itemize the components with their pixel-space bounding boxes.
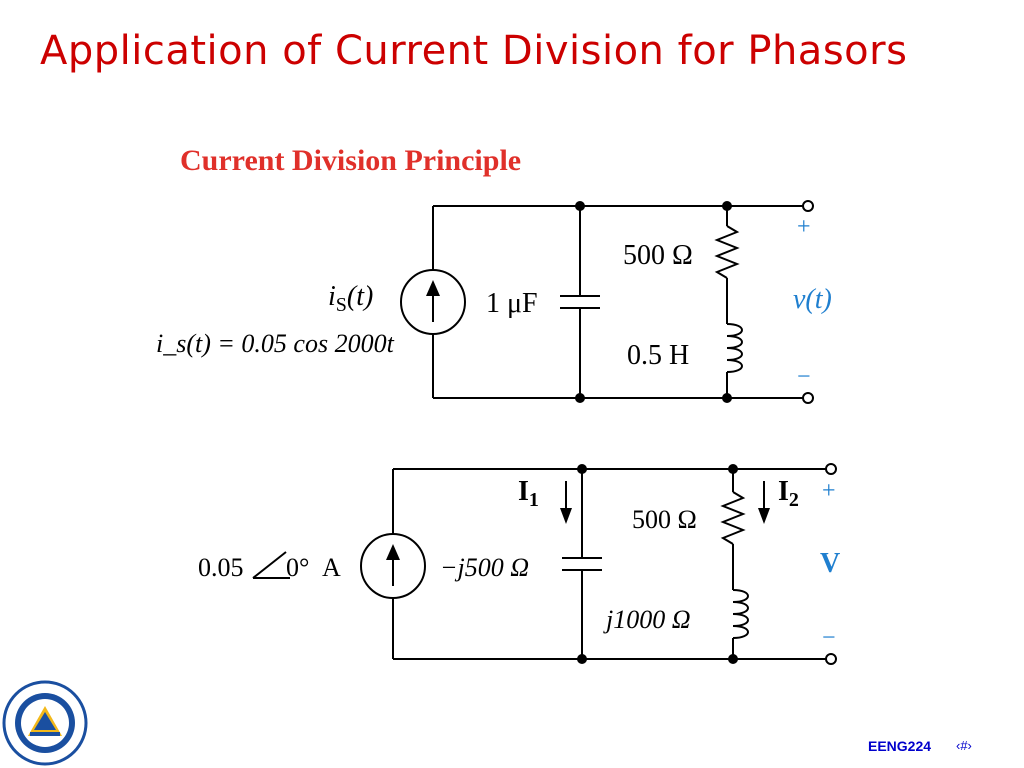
node-dot: [575, 393, 585, 403]
current-source-circle: [400, 269, 466, 335]
terminal-top: [802, 200, 814, 212]
time-domain-circuit: [400, 205, 803, 399]
inductor-coil: [732, 589, 749, 639]
source-magnitude: 0.05: [198, 553, 244, 582]
inductor-impedance-label: j1000 Ω: [603, 605, 691, 634]
resistor-zigzag: [720, 491, 746, 545]
plus-sign: +: [797, 214, 811, 240]
phasor-domain-circuit: [252, 468, 826, 660]
resistor-zigzag: [714, 225, 740, 279]
inductor-coil: [726, 323, 743, 373]
capacitor-label: 1 μF: [486, 288, 538, 319]
resistor-label: 500 Ω: [623, 240, 693, 271]
source-angle: 0°: [286, 553, 309, 582]
current-2-label: I2: [778, 476, 799, 511]
terminal-bottom: [802, 392, 814, 404]
node-dot: [722, 393, 732, 403]
minus-sign: −: [822, 625, 836, 651]
plus-sign: +: [822, 478, 836, 504]
current-1-label: I1: [518, 476, 539, 511]
capacitor-impedance-label: −j500 Ω: [440, 553, 529, 582]
current-source-circle: [360, 533, 426, 599]
current-2-arrow-head: [758, 508, 770, 524]
source-unit: A: [322, 553, 341, 582]
resistor-impedance-label: 500 Ω: [632, 505, 697, 534]
slide-title: Application of Current Division for Phas…: [40, 28, 908, 74]
node-dot: [728, 464, 738, 474]
node-dot: [728, 654, 738, 664]
university-logo: [2, 680, 88, 766]
diagram-heading: Current Division Principle: [180, 144, 521, 177]
source-arrow-head: [426, 280, 440, 296]
output-phasor-voltage-label: V: [820, 548, 840, 579]
minus-sign: −: [797, 364, 811, 390]
node-dot: [577, 464, 587, 474]
current-1-arrow-head: [560, 508, 572, 524]
source-arrow-head: [386, 544, 400, 560]
footer-page-number: ‹#›: [956, 738, 972, 753]
angle-symbol-diagonal: [252, 551, 287, 579]
terminal-bottom: [825, 653, 837, 665]
source-equation: i_s(t) = 0.05 cos 2000t: [156, 329, 395, 358]
node-dot: [577, 654, 587, 664]
source-label: iS(t): [328, 281, 373, 316]
terminal-top: [825, 463, 837, 475]
inductor-label: 0.5 H: [627, 340, 689, 371]
node-dot: [575, 201, 585, 211]
footer-course-code: EENG224: [868, 738, 932, 754]
node-dot: [722, 201, 732, 211]
output-voltage-label: v(t): [793, 284, 832, 315]
